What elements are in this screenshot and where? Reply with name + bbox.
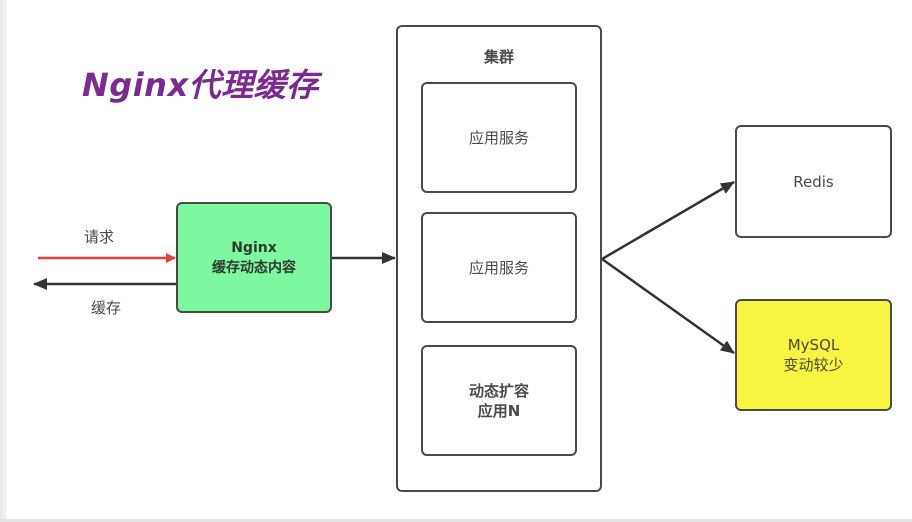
diagram-title: Nginx代理缓存 [82,66,319,104]
cache-label: 缓存 [91,299,122,317]
cluster-label: 集群 [483,48,514,66]
app-service-node-2: 应用服务 [421,212,577,323]
nginx-node-title: Nginx [231,239,277,256]
mysql-title: MySQL [787,336,840,354]
app-service-node-n: 动态扩容 应用N [421,345,577,456]
app-service-label: 应用服务 [468,128,529,147]
nginx-node: Nginx 缓存动态内容 [176,202,332,313]
cluster-to-mysql-arrow [601,257,735,355]
mysql-subtitle: 变动较少 [783,356,844,374]
redis-label: Redis [793,172,834,191]
redis-node: Redis [735,125,892,238]
request-label: 请求 [84,228,115,246]
app-service-label: 应用服务 [468,258,529,277]
app-n-line1: 动态扩容 [468,381,529,400]
cluster-to-redis-arrow [601,180,735,261]
app-n-line2: 应用N [477,401,521,420]
mysql-node: MySQL 变动较少 [735,299,892,411]
left-frame-border [0,0,7,522]
bottom-frame-border [0,519,912,522]
app-service-node-1: 应用服务 [421,82,577,193]
nginx-node-subtitle: 缓存动态内容 [212,259,296,276]
